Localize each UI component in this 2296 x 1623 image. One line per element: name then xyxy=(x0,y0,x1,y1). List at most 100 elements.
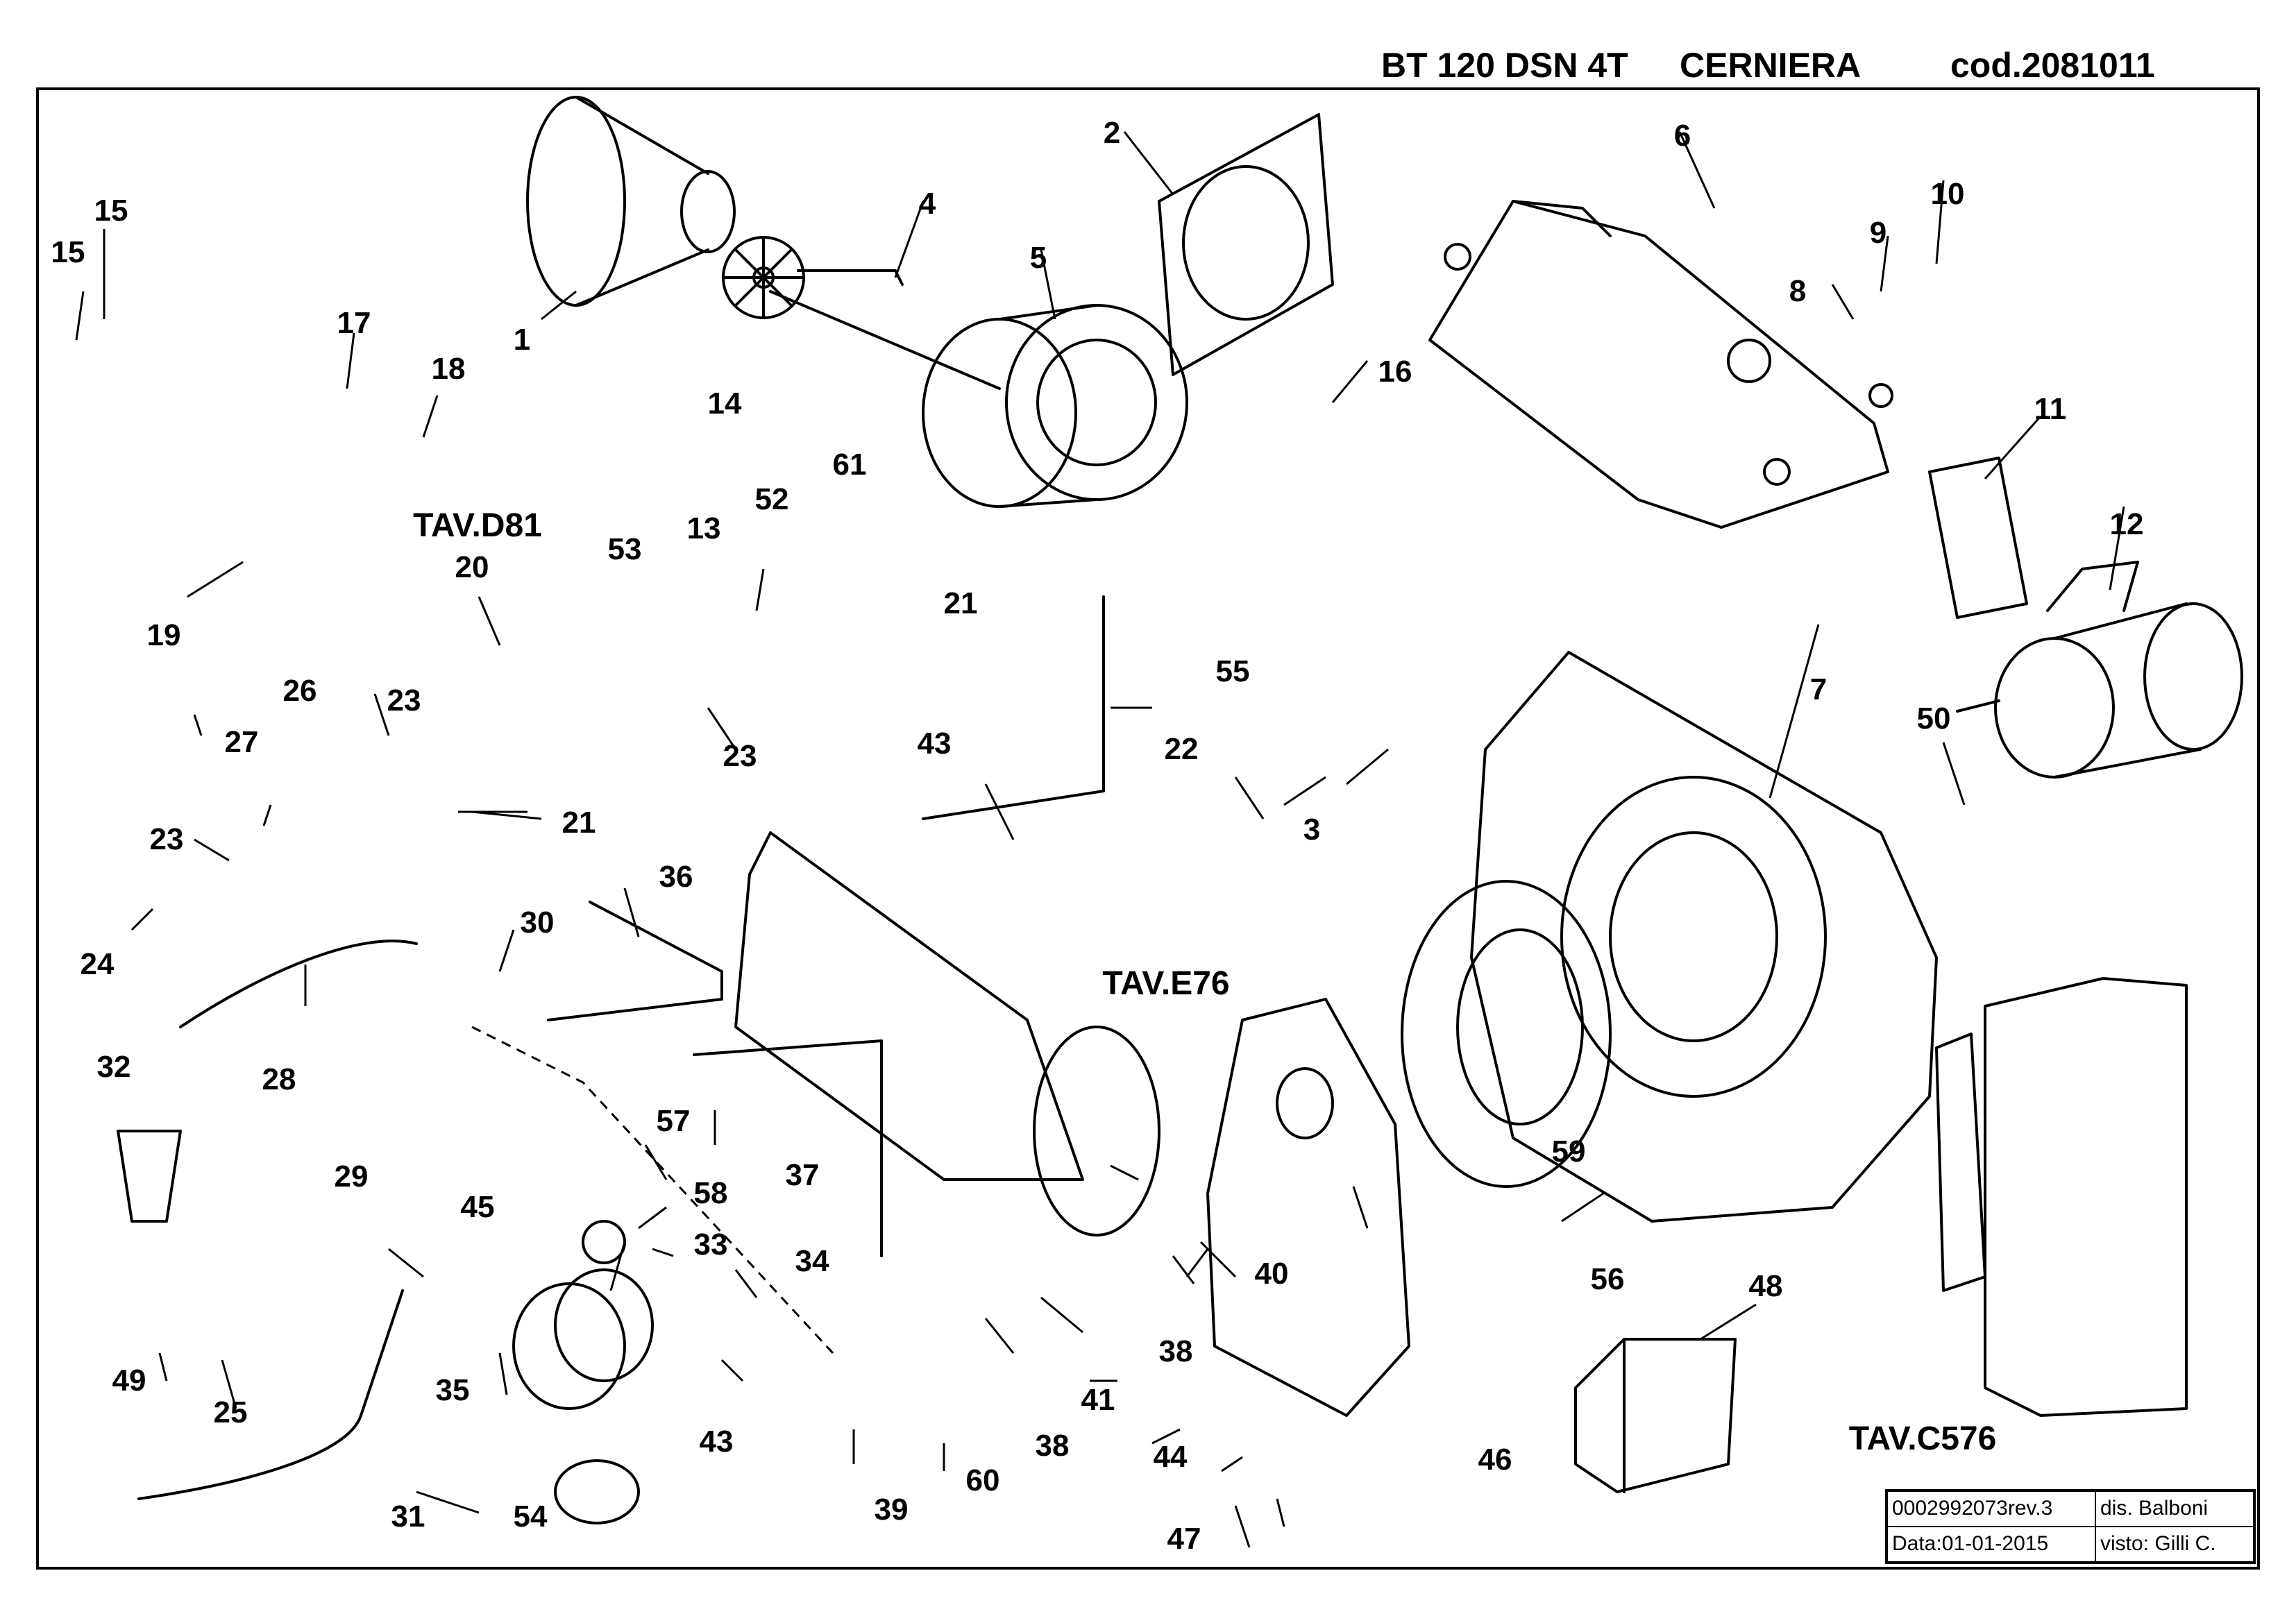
pump-gasket-part xyxy=(554,1459,640,1524)
drawing-frame xyxy=(36,87,2260,1570)
part-label: 59 xyxy=(1551,1135,1586,1169)
part-label: 13 xyxy=(686,511,721,545)
part-label: 55 xyxy=(1215,654,1250,688)
part-label: 39 xyxy=(874,1493,909,1527)
part-label: 44 xyxy=(1153,1440,1188,1474)
drawing-number: 0002992073rev.3 xyxy=(1887,1491,2095,1527)
part-label: 10 xyxy=(1930,177,1965,211)
part-label: 18 xyxy=(431,352,466,386)
diffuser-disc-part xyxy=(722,236,805,319)
part-label: 26 xyxy=(282,674,317,708)
part-label: 43 xyxy=(917,726,952,760)
part-label: 7 xyxy=(1809,672,1827,706)
part-label: 36 xyxy=(659,860,693,894)
part-label: 14 xyxy=(707,386,742,420)
part-label: 28 xyxy=(262,1062,296,1096)
part-label: 60 xyxy=(965,1463,1000,1497)
filter-cup-part xyxy=(117,1130,182,1223)
part-label: 11 xyxy=(2034,392,2067,426)
part-label: 38 xyxy=(1158,1334,1193,1368)
part-label: 9 xyxy=(1869,216,1887,250)
blast-tube-part xyxy=(526,96,736,307)
part-label: 32 xyxy=(96,1050,131,1084)
part-label: 61 xyxy=(832,448,867,482)
part-label: 21 xyxy=(943,586,978,620)
part-label: 57 xyxy=(656,1104,691,1138)
part-label: 56 xyxy=(1590,1262,1625,1296)
part-label: 47 xyxy=(1167,1522,1201,1556)
part-label: 21 xyxy=(562,806,596,840)
part-label: 22 xyxy=(1164,732,1199,766)
part-label: 31 xyxy=(391,1499,425,1533)
part-label: 23 xyxy=(149,822,184,856)
part-label: 6 xyxy=(1673,119,1691,153)
part-label: 19 xyxy=(146,618,181,652)
oil-pump-part xyxy=(512,1220,654,1410)
fan-housing-part xyxy=(1470,651,1938,1223)
part-label: 35 xyxy=(435,1373,470,1407)
oil-pipe-36-part xyxy=(547,901,723,1021)
table-ref-d81: TAV.D81 xyxy=(413,507,542,544)
part-label: 27 xyxy=(224,725,259,759)
drawn-by: dis. Balboni xyxy=(2095,1491,2254,1527)
part-label: 2 xyxy=(1103,116,1121,150)
part-label: 15 xyxy=(94,194,128,228)
motor-part xyxy=(1956,561,2243,779)
part-label: 49 xyxy=(112,1363,146,1397)
part-label: 34 xyxy=(795,1244,829,1278)
part-label: 52 xyxy=(754,482,789,516)
table-ref-c576: TAV.C576 xyxy=(1848,1420,1997,1457)
oil-pipe-37-part xyxy=(693,1039,883,1257)
table-ref-e76: TAV.E76 xyxy=(1102,965,1230,1002)
part-label: 1 xyxy=(513,323,531,357)
pump-body-part xyxy=(734,831,1160,1237)
part-label: 20 xyxy=(455,550,489,584)
ignition-transformer-part xyxy=(1574,1338,1737,1493)
model-code: cod.2081011 xyxy=(1950,46,2155,85)
control-panel-part xyxy=(1935,977,2188,1417)
part-label: 58 xyxy=(693,1176,728,1210)
oil-pipe-22-part xyxy=(922,595,1105,820)
capacitor-box-part xyxy=(1928,457,2028,619)
part-label: 12 xyxy=(2109,507,2144,541)
drawing-date: Data:01-01-2015 xyxy=(1887,1527,2095,1562)
part-label: 33 xyxy=(693,1227,728,1261)
flexible-hose-28-part xyxy=(179,940,418,1028)
housing-cover-part xyxy=(1428,200,1893,529)
part-label: 29 xyxy=(334,1159,369,1193)
part-label: 8 xyxy=(1789,274,1807,308)
part-label: 50 xyxy=(1916,702,1951,736)
checked-by: visto: Gilli C. xyxy=(2095,1527,2254,1562)
part-label: 45 xyxy=(460,1190,495,1224)
model-name: BT 120 DSN 4T xyxy=(1381,46,1628,85)
head-body-part xyxy=(1206,998,1410,1417)
part-label: 48 xyxy=(1748,1269,1783,1303)
part-label: 15 xyxy=(51,235,85,269)
part-label: 23 xyxy=(387,683,421,717)
air-inlet-plate-part xyxy=(1401,880,1612,1188)
part-label: 30 xyxy=(520,906,555,940)
part-label: 16 xyxy=(1378,355,1412,389)
part-label: 53 xyxy=(607,532,642,566)
model-variant: CERNIERA xyxy=(1680,46,1862,85)
part-label: 23 xyxy=(723,739,757,773)
title-block: 0002992073rev.3 dis. Balboni Data:01-01-… xyxy=(1885,1489,2256,1564)
part-label: 41 xyxy=(1081,1383,1115,1417)
part-label: 40 xyxy=(1254,1257,1289,1291)
part-label: 54 xyxy=(513,1499,548,1533)
flange-gasket-part xyxy=(1158,113,1334,376)
part-label: 37 xyxy=(785,1158,820,1192)
part-label: 46 xyxy=(1478,1443,1512,1477)
part-label: 43 xyxy=(699,1425,734,1459)
part-label: 17 xyxy=(337,306,371,340)
flexible-hose-31-part xyxy=(137,1289,404,1500)
part-label: 3 xyxy=(1303,813,1321,847)
part-label: 38 xyxy=(1035,1429,1070,1463)
part-label: 24 xyxy=(80,947,115,981)
part-label: 25 xyxy=(213,1395,248,1429)
burner-flange-part xyxy=(922,304,1188,508)
part-label: 4 xyxy=(918,187,936,221)
part-label: 5 xyxy=(1029,241,1047,275)
leader-lines xyxy=(75,131,2125,1548)
